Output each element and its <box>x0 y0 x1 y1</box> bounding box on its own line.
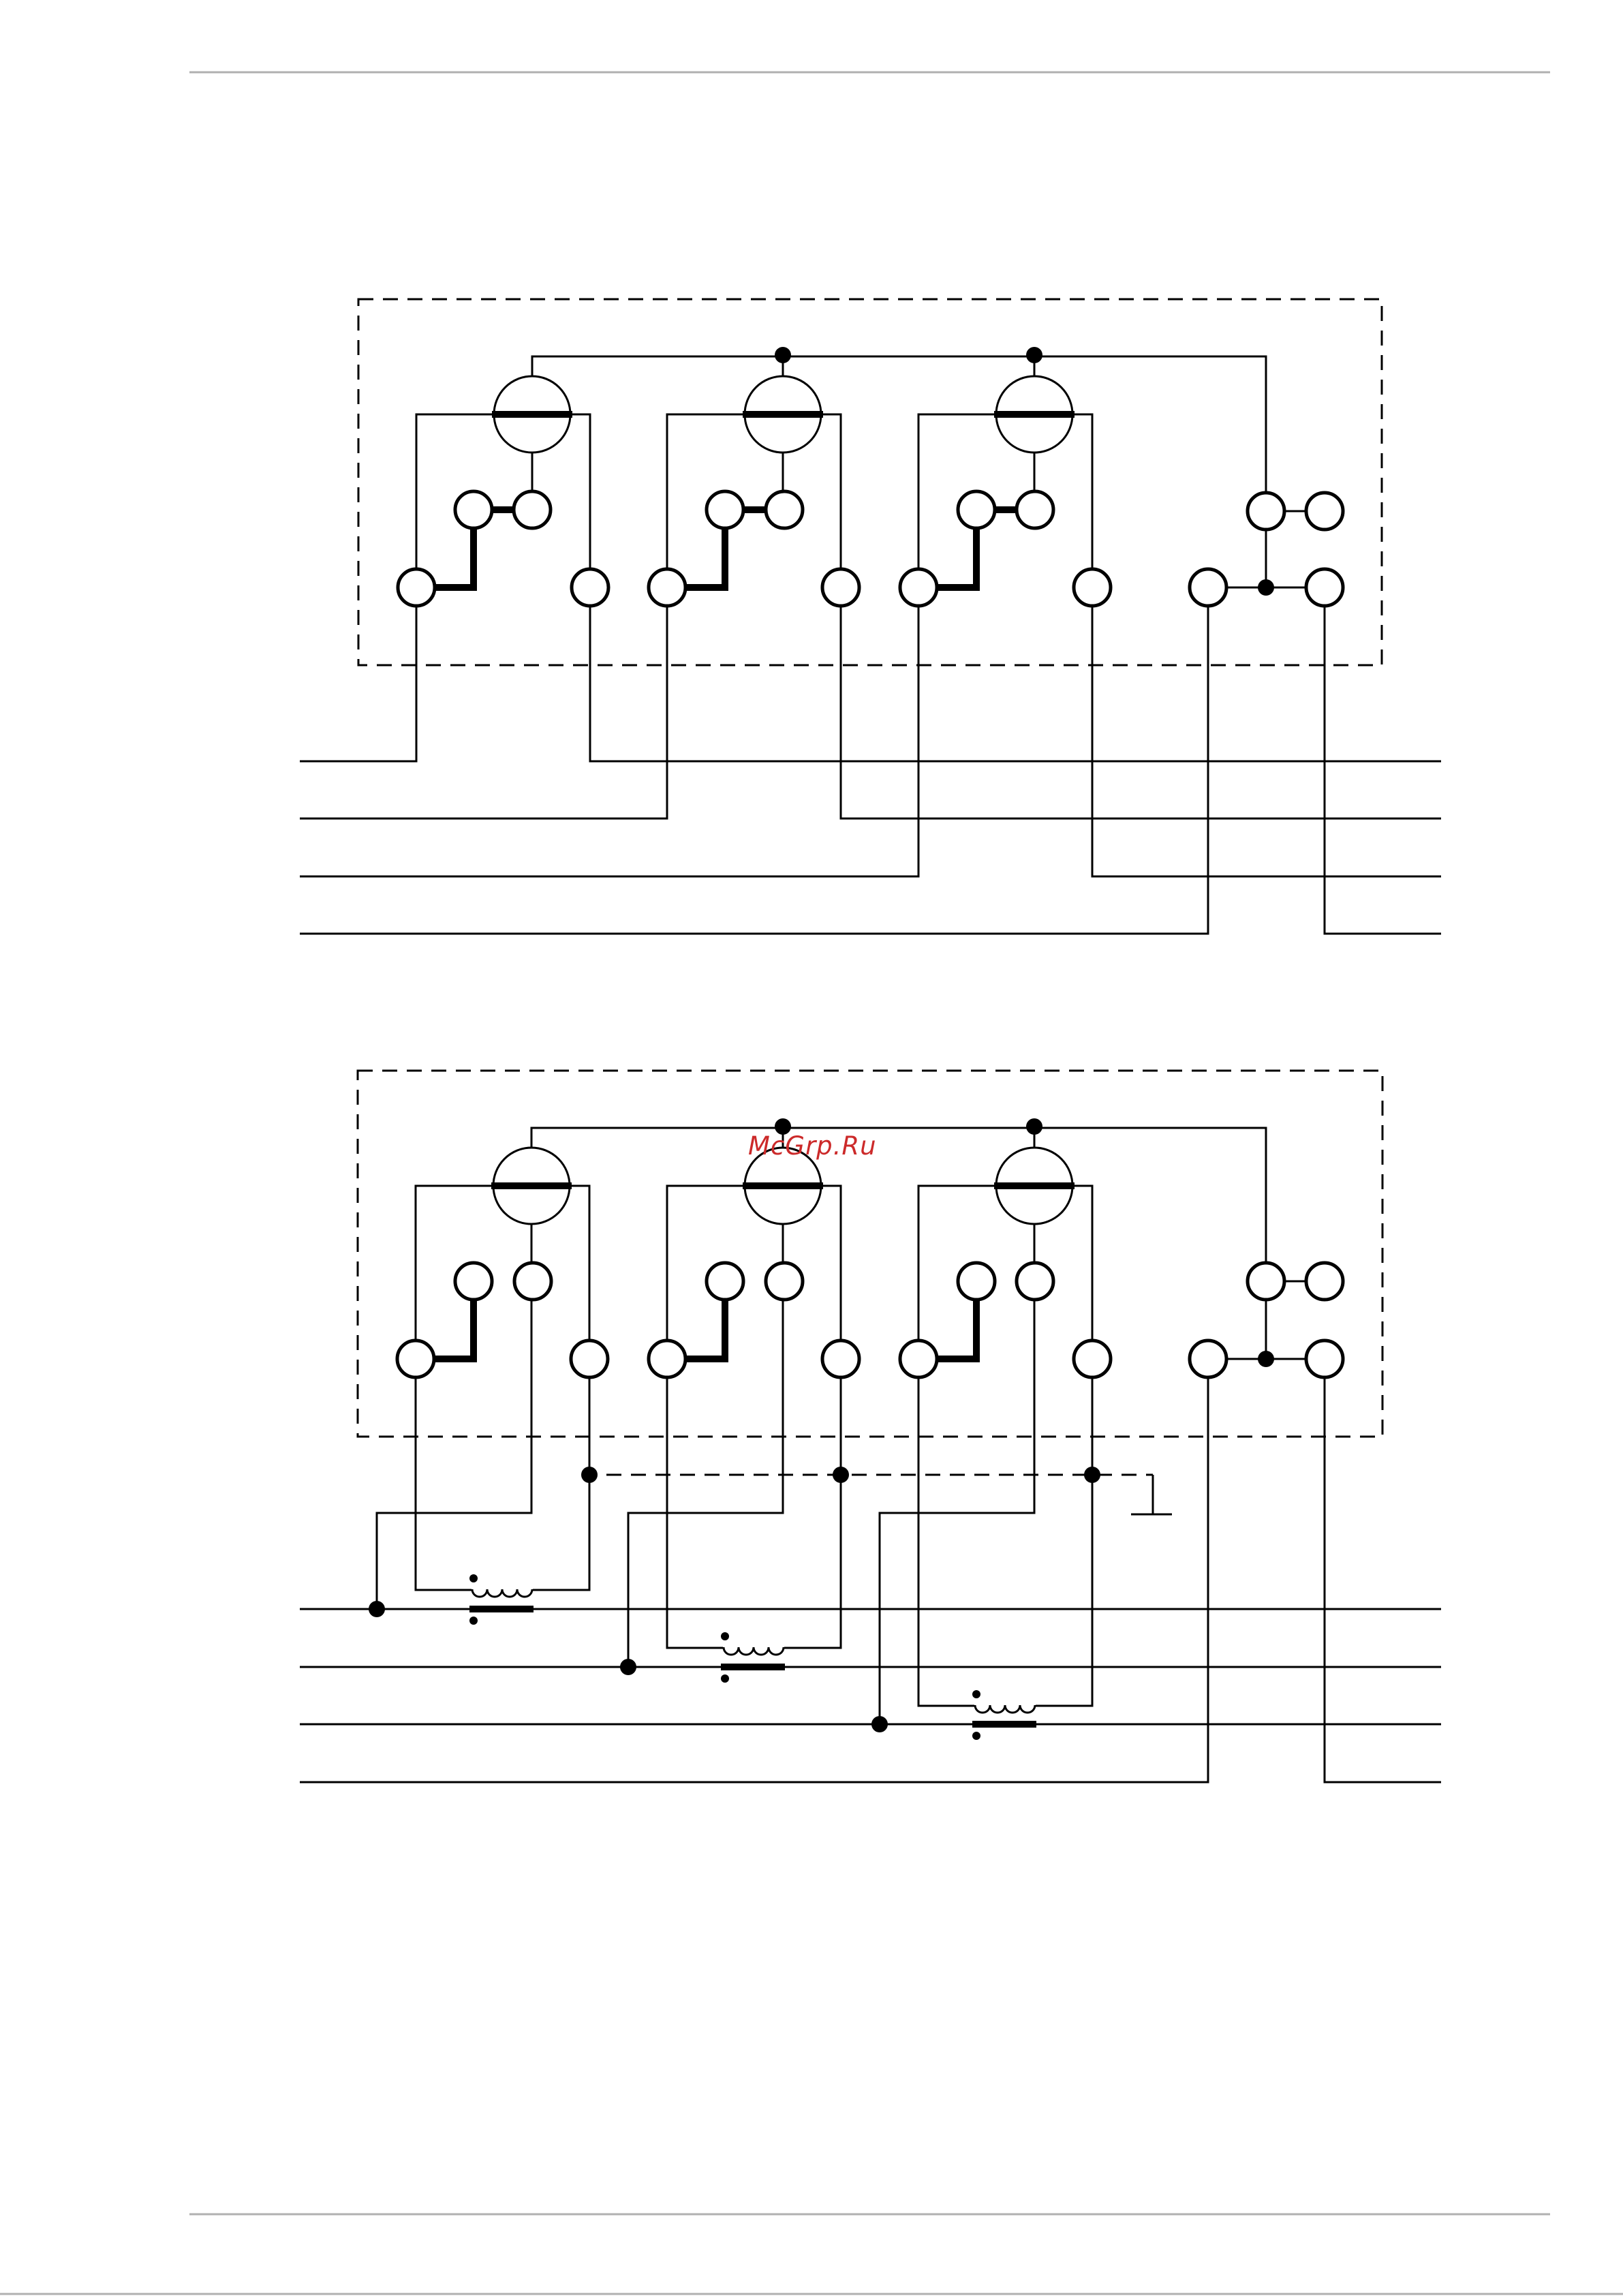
ground-bus <box>581 1467 1172 1514</box>
terminal[interactable] <box>455 1263 492 1300</box>
external-wiring <box>300 606 1441 934</box>
current-transformer-2 <box>721 1632 784 1683</box>
terminal[interactable] <box>822 1341 859 1377</box>
terminal[interactable] <box>649 569 685 606</box>
terminal[interactable] <box>455 491 492 528</box>
terminal[interactable] <box>1190 1341 1226 1377</box>
terminal[interactable] <box>958 491 995 528</box>
neutral-wire-out <box>1325 1377 1441 1782</box>
junction-dot <box>1258 579 1274 596</box>
terminal[interactable] <box>1306 493 1343 530</box>
measuring-element-2 <box>649 1128 859 1377</box>
current-transformer-3 <box>972 1690 1036 1740</box>
measuring-element-3 <box>900 1128 1111 1377</box>
junction-dot <box>620 1659 636 1675</box>
terminal[interactable] <box>900 569 937 606</box>
terminal[interactable] <box>514 1263 551 1300</box>
junction-dot <box>369 1601 385 1617</box>
junction-dot <box>871 1716 888 1732</box>
external-wiring <box>300 1300 1441 1782</box>
watermark-text: McGrp.Ru <box>748 1131 877 1161</box>
meter-enclosure <box>358 299 1382 665</box>
line-wire-2 <box>300 606 667 818</box>
terminal[interactable] <box>1017 491 1053 528</box>
terminal[interactable] <box>766 1263 803 1300</box>
terminal[interactable] <box>1248 493 1284 530</box>
diagram-direct-connection <box>300 299 1441 934</box>
voltage-bus <box>531 1128 1266 1281</box>
terminal[interactable] <box>1074 1341 1111 1377</box>
load-wire-2 <box>841 606 1441 818</box>
neutral-terminal-block <box>1190 493 1343 606</box>
terminal[interactable] <box>1190 569 1226 606</box>
terminal[interactable] <box>707 1263 743 1300</box>
terminal[interactable] <box>900 1341 937 1377</box>
neutral-wire-in <box>300 606 1208 934</box>
terminal[interactable] <box>1017 1263 1053 1300</box>
neutral-wire-in <box>300 1377 1208 1782</box>
terminal[interactable] <box>1306 1341 1343 1377</box>
measuring-element-1 <box>397 1128 608 1377</box>
measuring-element-2 <box>649 356 859 606</box>
neutral-terminal-block <box>1190 1263 1343 1377</box>
terminal[interactable] <box>1248 1263 1284 1300</box>
line-wire-1 <box>300 606 416 761</box>
load-wire-1 <box>590 606 1441 761</box>
load-wire-3 <box>1092 606 1441 876</box>
meter-enclosure <box>358 1071 1382 1437</box>
terminal[interactable] <box>572 569 608 606</box>
measuring-element-3 <box>900 356 1111 606</box>
terminal[interactable] <box>1306 1263 1343 1300</box>
terminal[interactable] <box>571 1341 608 1377</box>
diagram-transformer-connection <box>300 1071 1441 1782</box>
line-wire-3 <box>300 606 918 876</box>
terminal[interactable] <box>822 569 859 606</box>
voltage-bus <box>532 356 1266 511</box>
terminal[interactable] <box>398 569 435 606</box>
terminal[interactable] <box>397 1341 434 1377</box>
terminal[interactable] <box>958 1263 995 1300</box>
junction-dot <box>1258 1351 1274 1367</box>
measuring-element-1 <box>398 356 608 606</box>
terminal[interactable] <box>649 1341 685 1377</box>
terminal[interactable] <box>1074 569 1111 606</box>
current-transformer-1 <box>469 1574 533 1625</box>
terminal[interactable] <box>1306 569 1343 606</box>
terminal[interactable] <box>514 491 551 528</box>
terminal[interactable] <box>707 491 743 528</box>
terminal[interactable] <box>766 491 803 528</box>
